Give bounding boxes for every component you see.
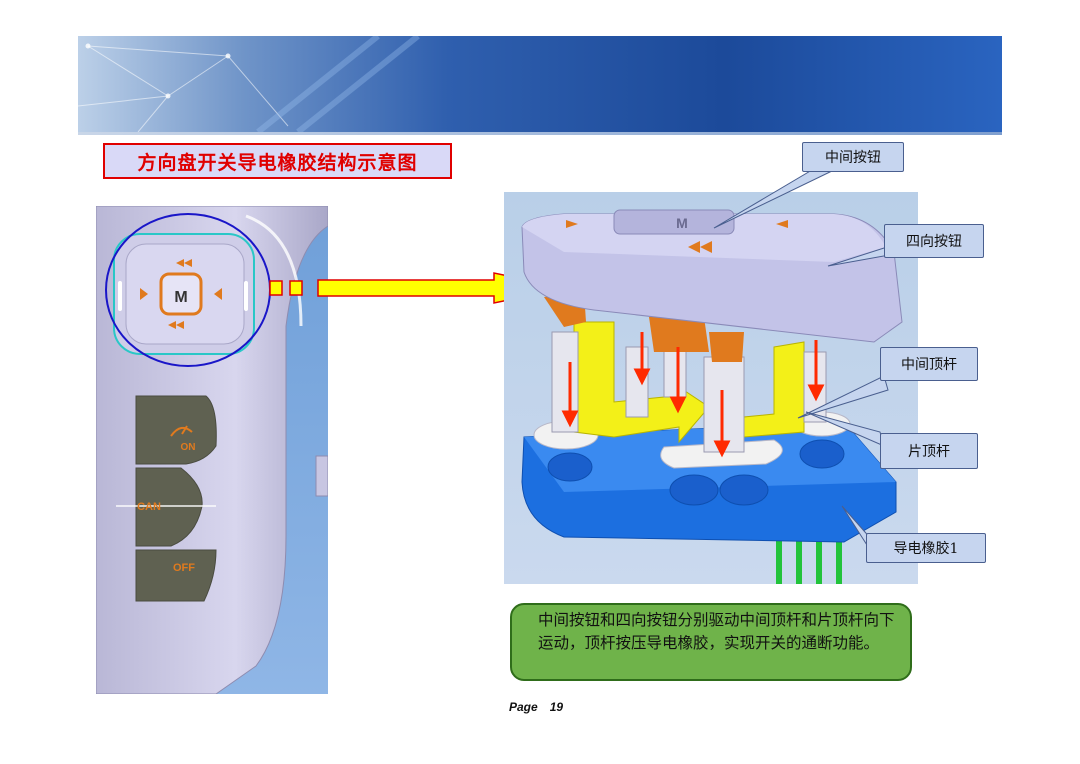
callout-middle-pushrod-text: 中间顶杆 — [901, 357, 957, 373]
slide-title-box: 方向盘开关导电橡胶结构示意图 — [103, 143, 452, 179]
callout-middle-button: 中间按钮 — [802, 142, 904, 172]
page-label-text: Page — [509, 700, 538, 714]
cruise-off-label: OFF — [173, 562, 195, 574]
cruise-can-label: CAN — [137, 501, 161, 513]
callout-middle-pushrod: 中间顶杆 — [880, 347, 978, 381]
callout-four-way-button: 四向按钮 — [884, 224, 984, 258]
cruise-on-label: ON — [181, 442, 196, 453]
rubber-structure-image: M — [504, 192, 918, 584]
page-number-value: 19 — [549, 700, 564, 714]
description-note: 中间按钮和四向按钮分别驱动中间顶杆和片顶杆向下运动，顶杆按压导电橡胶，实现开关的… — [510, 603, 912, 681]
mode-button-label: M — [174, 289, 187, 306]
description-text: 中间按钮和四向按钮分别驱动中间顶杆和片顶杆向下运动，顶杆按压导电橡胶，实现开关的… — [538, 611, 895, 652]
header-divider — [78, 132, 1002, 135]
page-number: Page 19 — [509, 700, 575, 714]
callout-plate-pushrod-text: 片顶杆 — [908, 444, 950, 460]
header-banner — [78, 36, 1002, 132]
callout-plate-pushrod: 片顶杆 — [880, 433, 978, 469]
callout-conductive-rubber: 导电橡胶1 — [866, 533, 986, 563]
callout-four-way-button-text: 四向按钮 — [906, 234, 962, 250]
callout-middle-button-text: 中间按钮 — [825, 150, 881, 166]
slide-title: 方向盘开关导电橡胶结构示意图 — [137, 151, 418, 174]
callout-conductive-rubber-text: 导电橡胶1 — [893, 541, 959, 557]
svg-text:M: M — [676, 215, 688, 231]
